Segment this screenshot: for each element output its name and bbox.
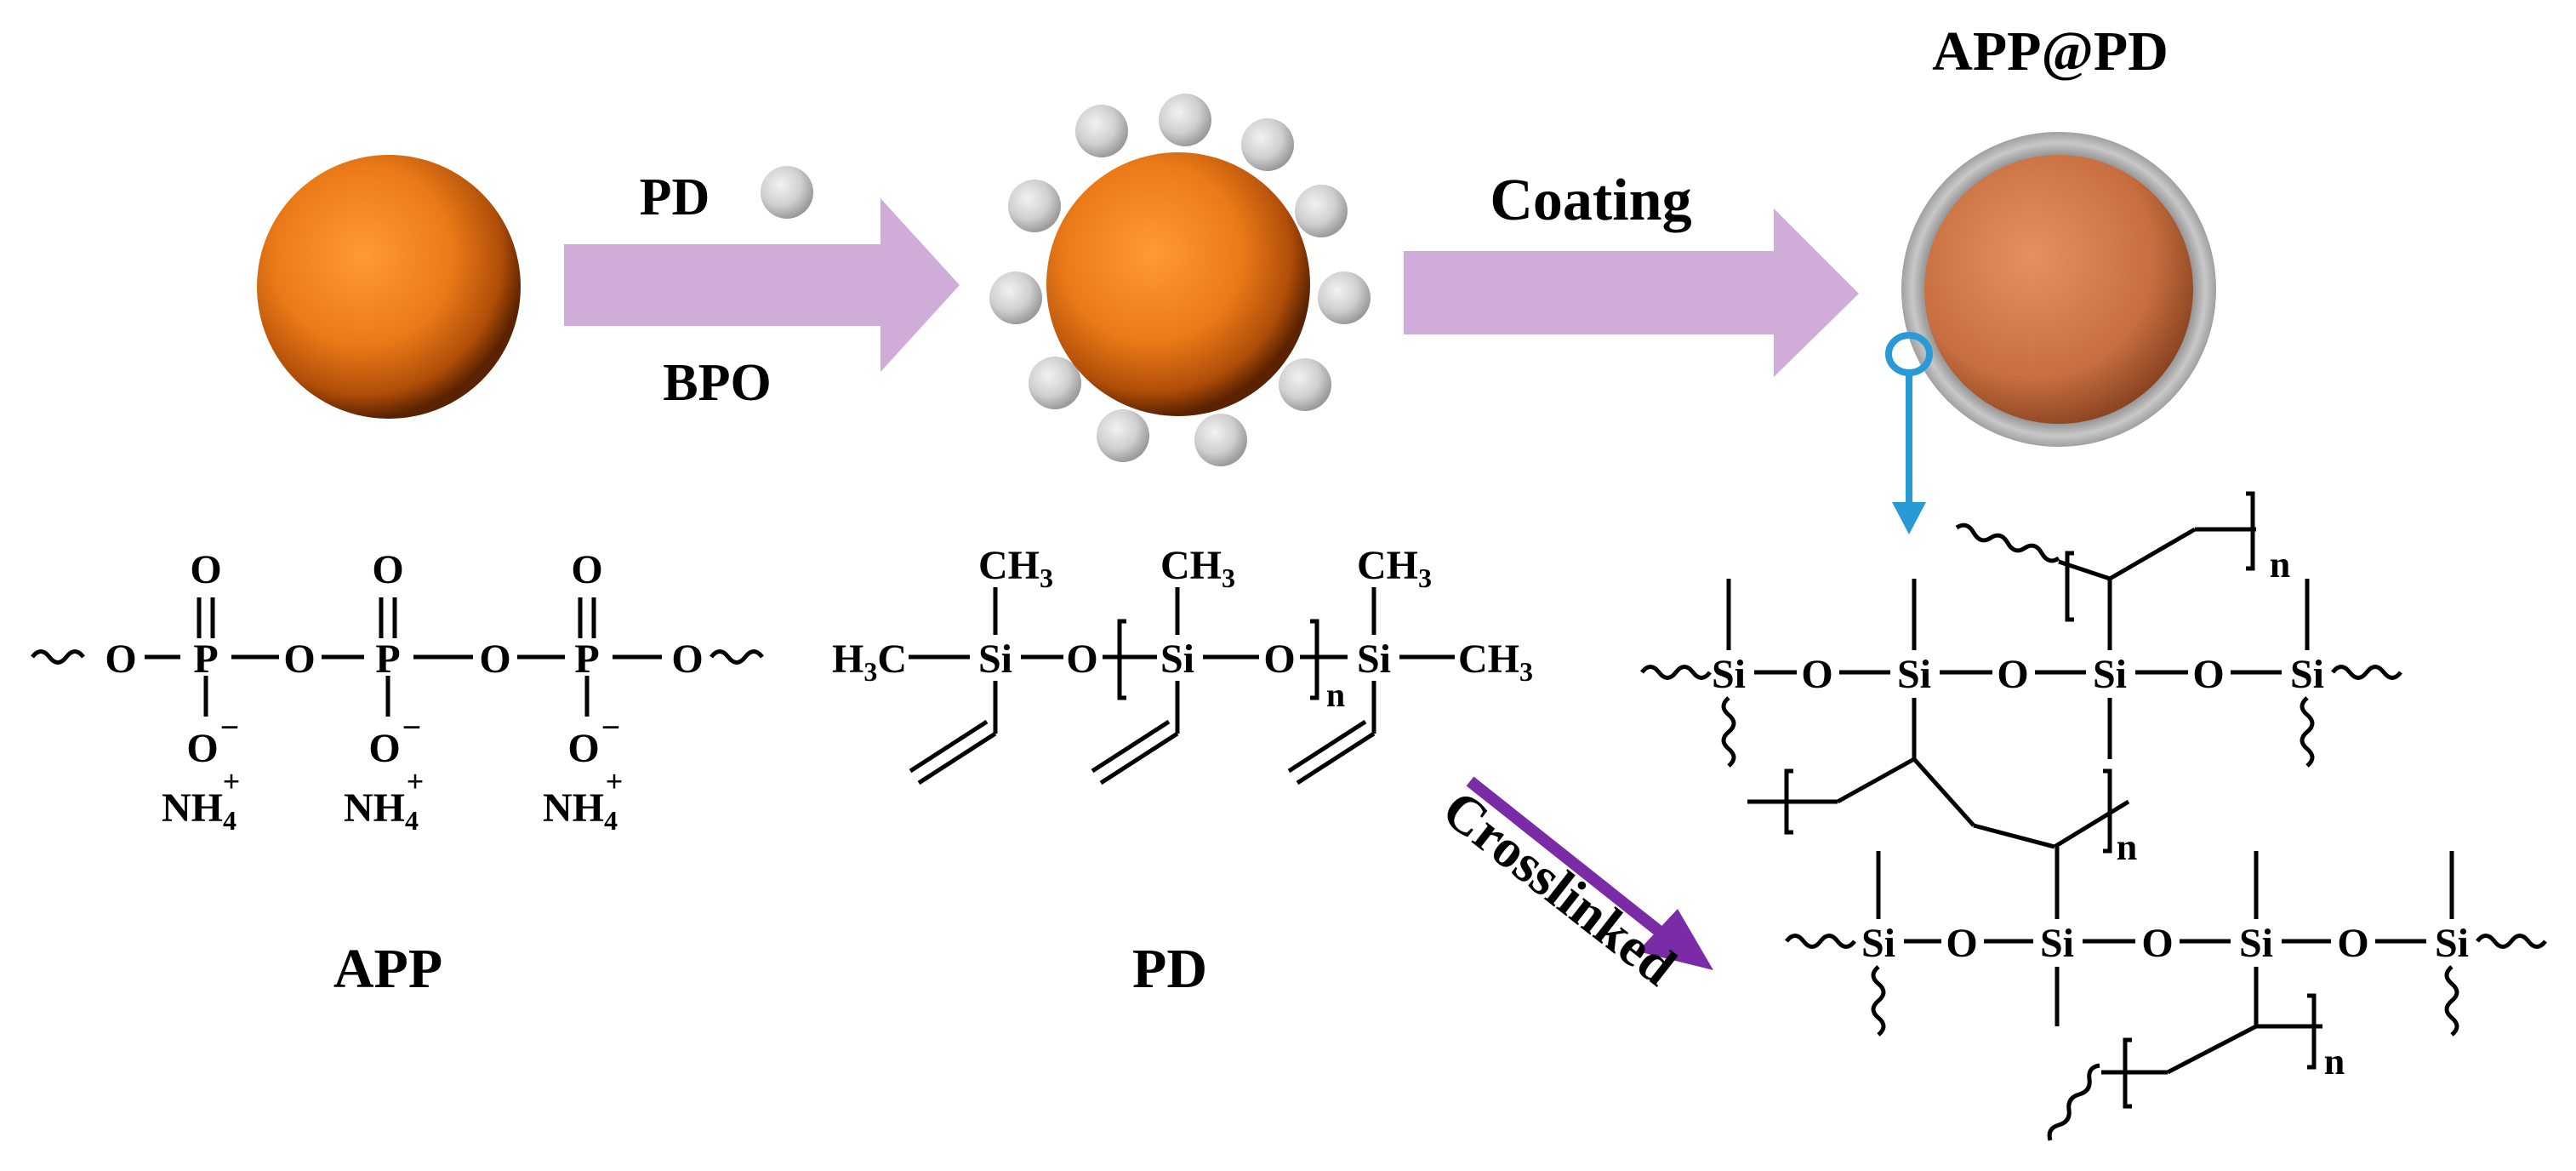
- svg-text:CH3: CH3: [1160, 543, 1235, 593]
- svg-text:CH3: CH3: [1357, 543, 1432, 593]
- svg-text:O: O: [1946, 921, 1977, 966]
- svg-text:O: O: [283, 637, 315, 682]
- svg-text:O: O: [186, 726, 218, 771]
- svg-text:P: P: [375, 637, 400, 682]
- product-title: APP@PD: [1932, 20, 2169, 83]
- crosslink-arrow: [1466, 776, 1713, 970]
- svg-text:O: O: [571, 547, 602, 592]
- app-structure: O P O O − NH4 + O P O O − NH4 + O P O O …: [31, 547, 764, 836]
- svg-text:Si: Si: [2040, 921, 2074, 966]
- svg-text:Si: Si: [2435, 921, 2469, 966]
- step-crosslinked-label: Crosslinked: [1432, 779, 1688, 997]
- svg-text:P: P: [574, 637, 599, 682]
- pd-adsorbed-particle: [989, 94, 1371, 466]
- reagent-pd-label: PD: [640, 169, 710, 226]
- svg-text:O: O: [1997, 652, 2028, 697]
- process-arrow-2: [1404, 208, 1859, 377]
- crosslinked-network: Si O Si O Si O Si n: [1640, 491, 2547, 1141]
- app-at-pd-particle: [1901, 132, 2216, 447]
- svg-text:O: O: [479, 637, 510, 682]
- pd-particle-icon: [761, 166, 813, 219]
- reagent-bpo-label: BPO: [663, 354, 771, 412]
- svg-text:Si: Si: [2093, 652, 2127, 697]
- svg-text:n: n: [2324, 1041, 2345, 1082]
- caption-app: APP: [333, 938, 442, 1000]
- svg-text:CH3: CH3: [978, 543, 1053, 593]
- svg-text:NH4: NH4: [162, 785, 237, 836]
- svg-text:n: n: [1326, 676, 1345, 714]
- svg-text:O: O: [2337, 921, 2368, 966]
- svg-text:CH3: CH3: [1458, 637, 1533, 687]
- svg-text:Si: Si: [2290, 652, 2324, 697]
- zoom-marker: [1885, 332, 1933, 534]
- svg-text:O: O: [372, 547, 403, 592]
- svg-text:+: +: [606, 764, 624, 798]
- svg-text:O: O: [190, 547, 221, 592]
- svg-text:O: O: [2141, 921, 2173, 966]
- svg-text:Si: Si: [1897, 652, 1931, 697]
- svg-text:NH4: NH4: [543, 785, 618, 836]
- svg-text:n: n: [2270, 544, 2290, 586]
- svg-text:n: n: [2117, 826, 2137, 868]
- svg-text:O: O: [2192, 652, 2224, 697]
- caption-pd: PD: [1132, 938, 1207, 1000]
- svg-text:−: −: [601, 708, 621, 746]
- svg-text:+: +: [223, 764, 241, 798]
- svg-text:O: O: [1801, 652, 1832, 697]
- svg-text:Si: Si: [2239, 921, 2273, 966]
- svg-text:Si: Si: [978, 637, 1012, 682]
- svg-text:Si: Si: [1712, 652, 1746, 697]
- svg-text:−: −: [220, 708, 240, 746]
- svg-text:+: +: [407, 764, 425, 798]
- svg-text:O: O: [368, 726, 400, 771]
- svg-text:O: O: [671, 637, 703, 682]
- svg-text:O: O: [1263, 637, 1295, 682]
- svg-text:Si: Si: [1861, 921, 1895, 966]
- process-arrow-1: [564, 198, 960, 372]
- pd-structure: H3C Si CH3 O Si CH3 O n Si CH3 CH3: [832, 543, 1533, 785]
- svg-text:O: O: [567, 726, 599, 771]
- svg-text:P: P: [193, 637, 218, 682]
- svg-text:−: −: [402, 708, 422, 746]
- svg-text:H3C: H3C: [832, 637, 907, 687]
- svg-text:Si: Si: [1357, 637, 1391, 682]
- step-coating-label: Coating: [1490, 168, 1691, 233]
- svg-text:O: O: [1066, 637, 1097, 682]
- svg-text:Si: Si: [1160, 637, 1194, 682]
- svg-text:NH4: NH4: [344, 785, 419, 836]
- app-particle: [257, 155, 521, 419]
- svg-text:O: O: [105, 637, 136, 682]
